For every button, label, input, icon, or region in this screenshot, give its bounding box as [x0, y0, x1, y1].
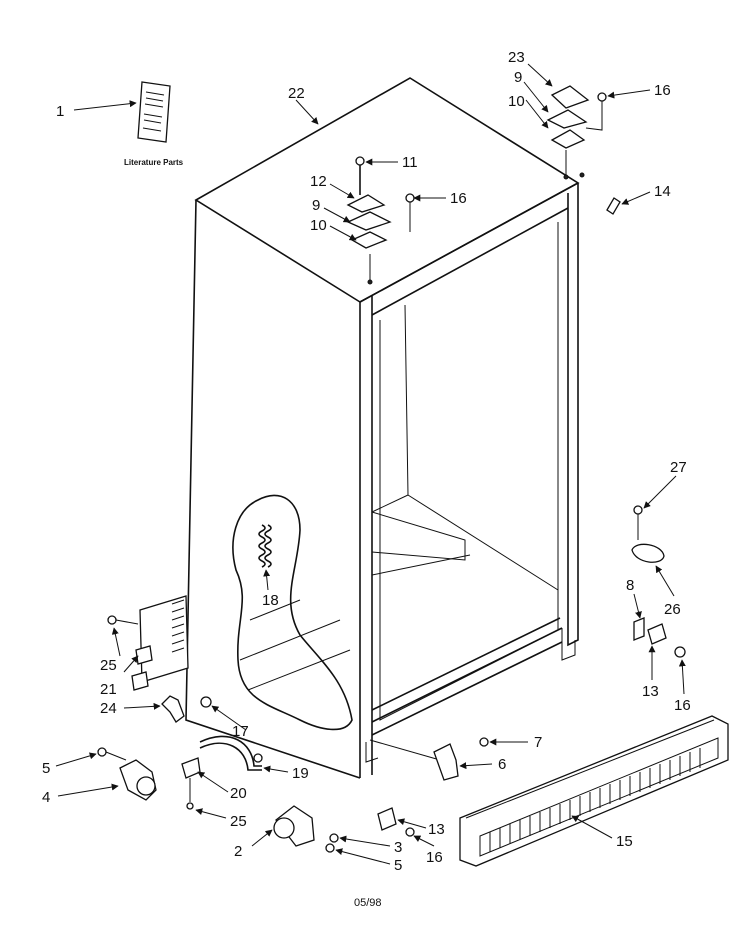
callout-10-top-right: 10	[508, 93, 525, 110]
callout-16-bottom: 16	[426, 849, 443, 866]
front-caster	[273, 805, 339, 853]
callout-9-top-right: 9	[514, 69, 522, 86]
callout-25-upper: 25	[100, 657, 117, 674]
callout-16-top-right: 16	[654, 82, 671, 99]
callout-1: 1	[56, 103, 64, 120]
callout-6: 6	[498, 756, 506, 773]
callout-14: 14	[654, 183, 671, 200]
cabinet	[185, 77, 580, 779]
right-leveler-parts	[631, 505, 686, 658]
top-right-hinge	[546, 85, 621, 215]
left-caster	[97, 747, 157, 801]
callout-11: 11	[402, 154, 418, 171]
callout-8: 8	[626, 577, 634, 594]
top-center-hinge	[346, 156, 415, 285]
literature-card	[137, 81, 171, 143]
literature-caption: Literature Parts	[124, 158, 184, 167]
callout-22: 22	[288, 85, 305, 102]
callout-20: 20	[230, 785, 247, 802]
left-rear-bracket	[107, 595, 212, 723]
callout-27: 27	[670, 459, 687, 476]
callout-2: 2	[234, 843, 242, 860]
callout-26: 26	[664, 601, 681, 618]
callout-15: 15	[616, 833, 633, 850]
callout-16-top-center: 16	[450, 190, 467, 207]
callout-3: 3	[394, 839, 402, 856]
callout-5-bottom: 5	[394, 857, 402, 874]
water-line	[181, 735, 263, 810]
callout-24: 24	[100, 700, 117, 717]
callout-25-lower: 25	[230, 813, 247, 830]
callout-7: 7	[534, 734, 542, 751]
bottom-hinge	[377, 737, 489, 837]
callout-labels: 1 22 23 9 16 10 11 12 16 9 10 14 27 18 8…	[42, 49, 691, 874]
callout-16-right: 16	[674, 697, 691, 714]
callout-23: 23	[508, 49, 525, 66]
footer-date: 05/98	[354, 897, 382, 909]
callout-5-left: 5	[42, 760, 50, 777]
callout-18: 18	[262, 592, 279, 609]
callout-19: 19	[292, 765, 309, 782]
callout-13-bottom: 13	[428, 821, 445, 838]
callout-13-right: 13	[642, 683, 659, 700]
callout-4: 4	[42, 789, 50, 806]
spring-part	[258, 524, 272, 568]
callout-12: 12	[310, 173, 327, 190]
callout-17: 17	[232, 723, 249, 740]
callout-10-top-center: 10	[310, 217, 327, 234]
leader-lines	[55, 63, 686, 865]
callout-21: 21	[100, 681, 117, 698]
callout-9-top-center: 9	[312, 197, 320, 214]
toe-grille	[459, 715, 729, 867]
